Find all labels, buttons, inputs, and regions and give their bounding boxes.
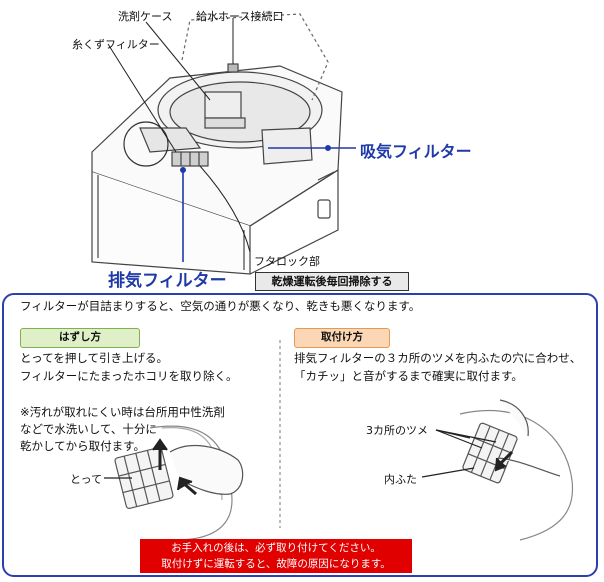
label-inner-lid: 内ふた (384, 473, 417, 486)
remove-line-1: とってを押して引き上げる。 (20, 351, 169, 365)
label-lint-filter: 糸くずフィルター (72, 38, 160, 51)
remove-note-3: 乾かしてから取付ます。 (20, 439, 146, 453)
instruction-box (2, 293, 598, 577)
label-claws: 3カ所のツメ (366, 424, 428, 437)
remove-note-1: ※汚れが取れにくい時は台所用中性洗剤 (20, 405, 225, 419)
remove-line-2: フィルターにたまったホコリを取り除く。 (20, 369, 238, 383)
attach-line-1: 排気フィルターの３カ所のツメを内ふたの穴に合わせ、 (294, 351, 582, 365)
label-intake-filter: 吸気フィルター (360, 142, 472, 161)
label-inlet-hose: 給水ホース接続口 (196, 10, 284, 23)
remove-illustration (104, 425, 244, 541)
attach-line-2: 「カチッ」と音がするまで確実に取付ます。 (294, 369, 523, 383)
notice-line-2: 取付けずに運転すると、故障の原因になります。 (161, 558, 391, 570)
attach-tag: 取付け方 (294, 328, 390, 348)
label-detergent-case: 洗剤ケース (118, 10, 173, 23)
label-lid-lock: フタロック部 (254, 255, 320, 268)
daily-clean-badge: 乾燥運転後毎回掃除する (255, 272, 409, 291)
label-exhaust-filter: 排気フィルター (108, 271, 227, 291)
attach-illustration (421, 399, 574, 541)
warning-notice: お手入れの後は、必ず取り付けてください。 取付けずに運転すると、故障の原因になり… (140, 539, 412, 573)
notice-line-1: お手入れの後は、必ず取り付けてください。 (171, 542, 381, 554)
intro-text: フィルターが目詰まりすると、空気の通りが悪くなり、乾きも悪くなります。 (20, 299, 421, 313)
remove-note-2: などで水洗いして、十分に (20, 422, 157, 436)
label-handle: とって (70, 473, 103, 486)
remove-tag: はずし方 (20, 328, 140, 348)
